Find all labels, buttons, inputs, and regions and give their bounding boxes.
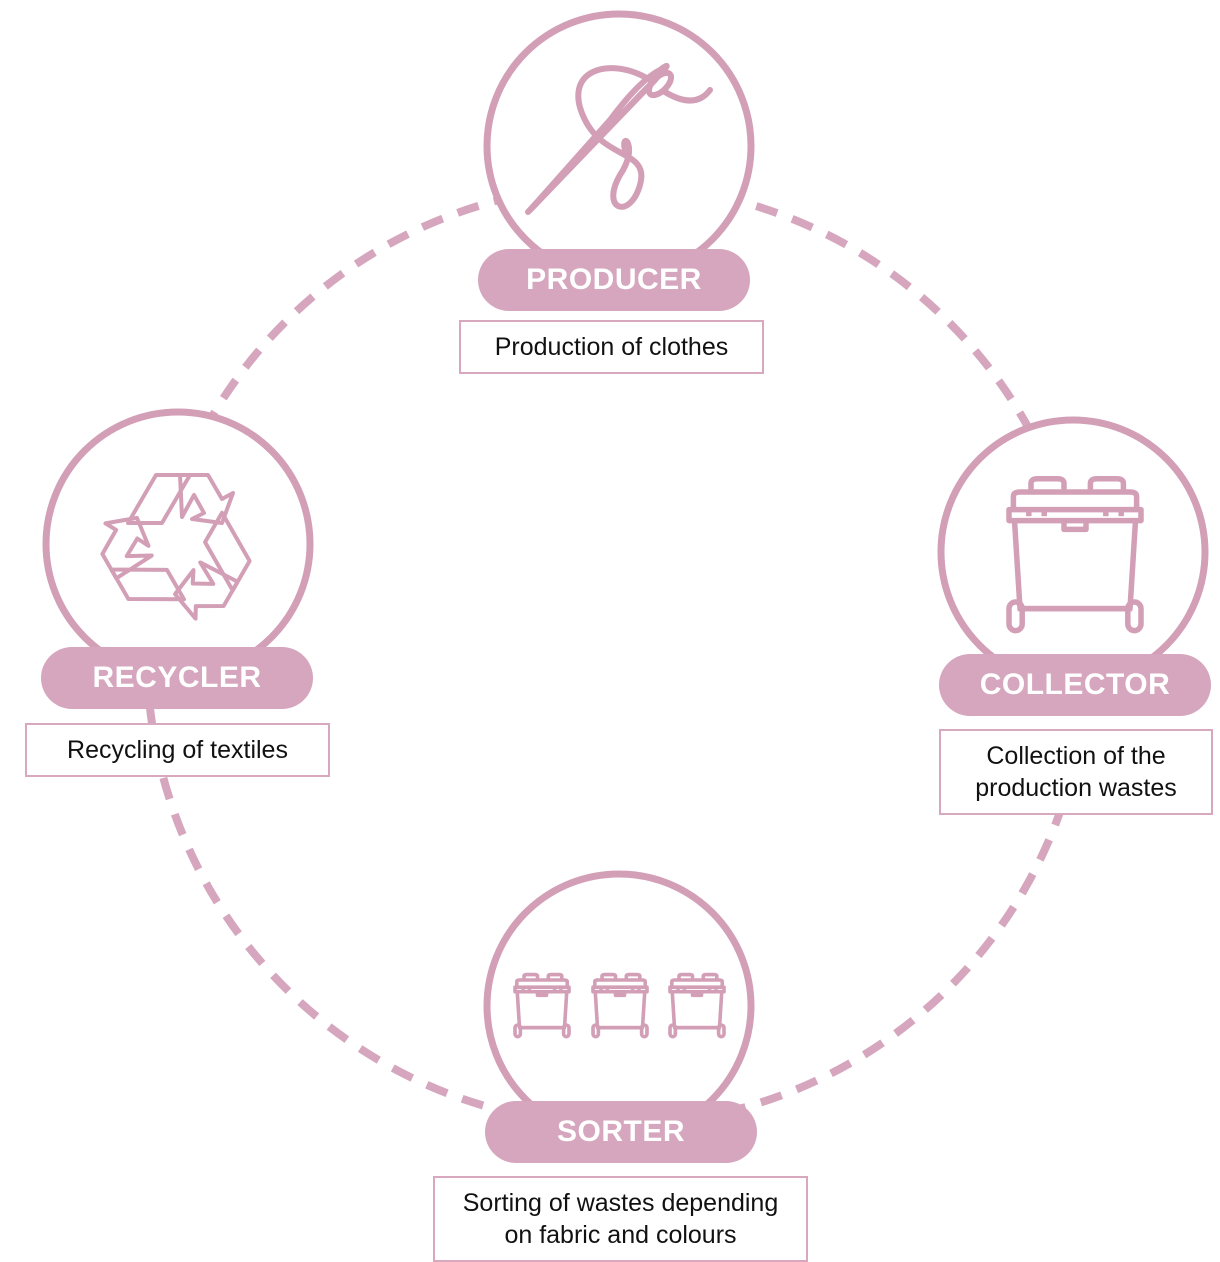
producer-description-line: Production of clothes xyxy=(494,333,729,361)
sorter-node xyxy=(483,870,755,1142)
collector-node xyxy=(937,416,1209,688)
producer-label: PRODUCER xyxy=(478,249,750,311)
recycler-circle xyxy=(42,408,314,680)
recycle-icon xyxy=(87,473,266,630)
producer-circle xyxy=(483,10,755,282)
recycler-node xyxy=(42,408,314,680)
collector-description: Collection of the production wastes xyxy=(939,729,1213,815)
collector-description-line: production wastes xyxy=(975,774,1177,802)
sorter-description-line: Sorting of wastes depending xyxy=(462,1189,779,1217)
recycler-description-line: Recycling of textiles xyxy=(67,736,288,764)
sorter-circle xyxy=(483,870,755,1142)
recycler-label: RECYCLER xyxy=(41,647,313,709)
sorter-description-line: on fabric and colours xyxy=(504,1221,737,1249)
producer-description: Production of clothes xyxy=(459,320,764,374)
sorter-label: SORTER xyxy=(485,1101,757,1163)
collector-description-line: Collection of the xyxy=(986,742,1166,770)
collector-circle xyxy=(937,416,1209,688)
needle-thread-icon xyxy=(525,63,713,215)
recycler-description: Recycling of textiles xyxy=(25,723,330,777)
producer-node xyxy=(483,10,755,282)
collector-label: COLLECTOR xyxy=(939,654,1211,716)
sorter-description: Sorting of wastes depending on fabric an… xyxy=(433,1176,808,1262)
